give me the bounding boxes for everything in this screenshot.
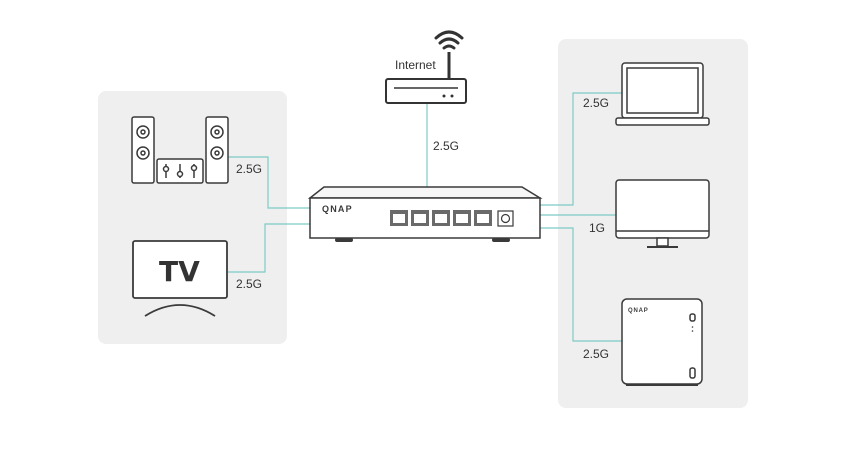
switch-foot-left — [335, 238, 353, 242]
router-body — [385, 78, 467, 104]
router-led — [450, 94, 454, 98]
laptop-speed-label: 2.5G — [583, 96, 609, 110]
speaker-system-icon — [131, 116, 229, 184]
amp-slider-knob — [176, 170, 184, 178]
connection-lines — [228, 92, 622, 342]
power-port-hole — [500, 213, 511, 224]
laptop-screen-inner — [626, 67, 699, 114]
ethernet-ports — [390, 210, 492, 226]
ethernet-port-inner — [477, 214, 489, 223]
ethernet-port-inner — [435, 214, 447, 223]
nas-brand-logo: QNAP — [628, 308, 649, 314]
laptop-base — [615, 117, 710, 126]
speaker-right-woofer-center — [214, 129, 220, 135]
switch-top — [307, 186, 543, 199]
speaker-left-woofer-center — [140, 129, 146, 135]
router-led — [442, 94, 446, 98]
internet-speed-label: 2.5G — [433, 139, 459, 153]
link-speakers — [228, 156, 310, 209]
wifi-arc-inner — [442, 44, 456, 50]
monitor-neck — [656, 237, 669, 247]
speaker-speed-label: 2.5G — [236, 162, 262, 176]
amp-slider-knob — [162, 165, 170, 173]
ethernet-port-inner — [393, 214, 405, 223]
amp-slider-knob — [190, 164, 198, 172]
link-nas — [538, 227, 622, 342]
monitor-screen — [615, 179, 710, 239]
monitor-speed-label: 1G — [589, 221, 605, 235]
tv-screen — [132, 240, 228, 299]
tv-icon — [132, 240, 228, 317]
switch-icon — [307, 186, 543, 242]
nas-icon — [621, 298, 703, 386]
nas-button — [689, 313, 696, 322]
wifi-signal-icon — [434, 30, 464, 40]
nas-base — [626, 384, 698, 386]
nas-speed-label: 2.5G — [583, 347, 609, 361]
tv-screen-text: TV — [159, 255, 200, 288]
ethernet-port-inner — [414, 214, 426, 223]
monitor-icon — [615, 179, 710, 248]
ethernet-port-inner — [456, 214, 468, 223]
wifi-arc-middle — [438, 37, 460, 45]
internet-label: Internet — [395, 58, 436, 72]
link-tv — [228, 223, 310, 273]
router-icon — [385, 30, 467, 104]
speaker-right-tweeter-center — [214, 150, 220, 156]
speaker-left-tweeter-center — [140, 150, 146, 156]
switch-brand-logo: QNAP — [322, 204, 353, 214]
link-laptop — [538, 92, 622, 206]
tv-stand — [144, 304, 216, 317]
nas-led — [691, 330, 694, 332]
nas-led — [691, 326, 694, 328]
switch-foot-right — [492, 238, 510, 242]
nas-usb-port — [689, 367, 696, 379]
tv-speed-label: 2.5G — [236, 277, 262, 291]
laptop-icon — [615, 62, 710, 126]
